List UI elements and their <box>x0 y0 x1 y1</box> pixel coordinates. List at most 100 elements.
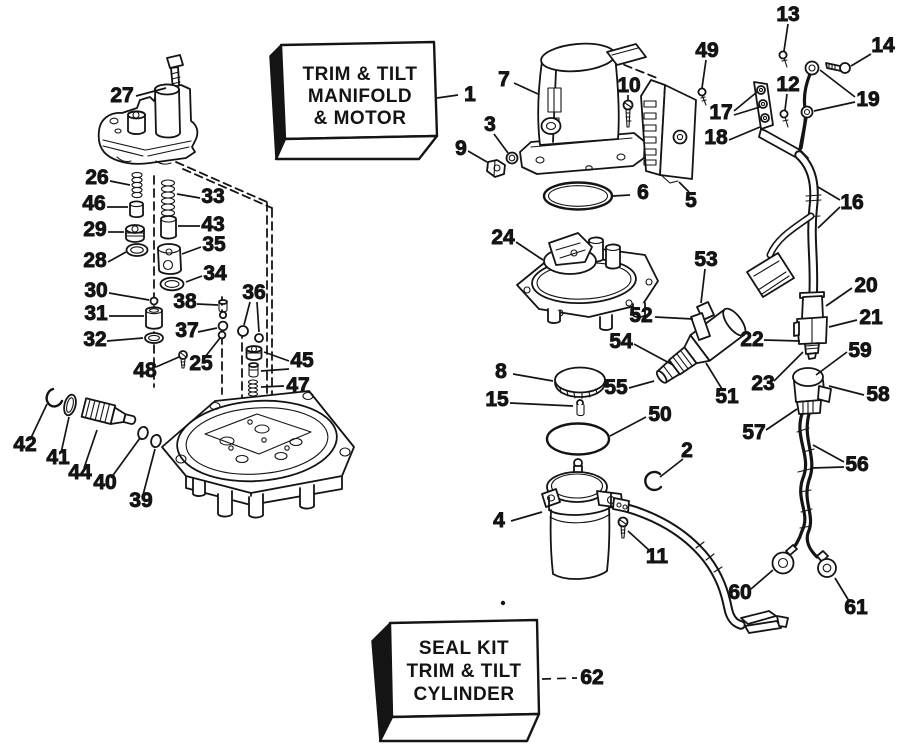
leader-20 <box>825 287 853 307</box>
callout-10: 10 <box>617 74 640 97</box>
leader-30 <box>108 292 150 301</box>
solenoid-valve-assembly <box>655 301 747 384</box>
callout-46: 46 <box>82 192 105 215</box>
callout-17: 17 <box>709 101 732 124</box>
leader-61 <box>834 577 850 602</box>
leader-58 <box>828 385 865 396</box>
callout-4: 4 <box>493 509 505 532</box>
callout-36: 36 <box>242 281 265 304</box>
callout-9: 9 <box>455 137 467 160</box>
callout-6: 6 <box>637 181 649 204</box>
callout-28: 28 <box>83 249 107 272</box>
connector-20-21 <box>793 291 828 360</box>
leader-59 <box>815 351 848 376</box>
spring-part-47 <box>247 379 259 397</box>
callout-20: 20 <box>854 274 877 297</box>
leader-21 <box>828 319 858 328</box>
callout-8: 8 <box>495 360 507 383</box>
callout-61: 61 <box>844 596 868 619</box>
leader-45-2 <box>260 368 290 372</box>
callout-27: 27 <box>110 84 133 107</box>
leader-62 <box>541 677 578 680</box>
plunger-part-46 <box>129 200 144 219</box>
leader-45-1 <box>263 351 290 362</box>
leader-17-2 <box>733 106 761 116</box>
screw-part-49 <box>697 87 707 106</box>
leader-39 <box>142 448 156 496</box>
leader-56-2 <box>811 466 845 469</box>
label-box-seal-kit: SEAL KIT TRIM & TILT CYLINDER <box>371 618 541 743</box>
box-seal-kit-line-3: CYLINDER <box>413 684 514 705</box>
leader-15 <box>509 402 574 407</box>
callout-52: 52 <box>629 304 652 327</box>
leader-27 <box>135 87 167 97</box>
leader-12 <box>784 93 788 111</box>
leader-40 <box>110 437 141 479</box>
callout-57: 57 <box>742 421 765 444</box>
callout-60: 60 <box>728 581 751 604</box>
callout-12: 12 <box>776 73 799 96</box>
callout-30: 30 <box>84 279 107 302</box>
callout-53: 53 <box>694 248 717 271</box>
nut-part-9 <box>486 159 506 178</box>
callout-42: 42 <box>13 433 36 456</box>
leader-42 <box>29 403 48 441</box>
box-manifold-line-1: TRIM & TILT <box>303 64 418 85</box>
relief-valve-set <box>45 387 162 449</box>
motor-cable <box>610 500 789 634</box>
spring-part-26 <box>131 171 143 199</box>
oring-part-6 <box>542 181 614 211</box>
callout-35: 35 <box>202 233 226 256</box>
leader-36-2 <box>256 301 260 333</box>
motor-lower-unit <box>541 458 630 580</box>
callout-16: 16 <box>840 191 863 214</box>
oring-part-3 <box>505 151 519 165</box>
ring-terminals-19 <box>798 60 820 152</box>
callout-2: 2 <box>681 439 693 462</box>
callout-41: 41 <box>46 446 70 469</box>
leader-32 <box>106 337 144 342</box>
leader-25 <box>204 337 221 358</box>
leader-8 <box>512 373 554 382</box>
callout-15: 15 <box>485 388 509 411</box>
callout-22: 22 <box>740 328 763 351</box>
relay-block <box>640 79 697 184</box>
leader-60 <box>750 569 774 590</box>
leader-11 <box>627 530 651 552</box>
spring-part-33 <box>160 179 176 217</box>
leader-56-1 <box>812 444 845 463</box>
screw-part-14 <box>825 62 851 74</box>
callout-43: 43 <box>201 213 224 236</box>
clamp-ring <box>554 366 606 400</box>
leader-48 <box>155 356 180 368</box>
leader-13 <box>783 23 789 52</box>
callout-55: 55 <box>604 376 628 399</box>
callout-58: 58 <box>866 383 890 406</box>
leader-16-2 <box>817 206 841 229</box>
callout-62: 62 <box>580 666 603 689</box>
leader-47 <box>260 385 285 388</box>
leader-17-1 <box>733 91 758 112</box>
box-manifold-line-3: & MOTOR <box>314 108 407 129</box>
leader-1 <box>436 94 459 99</box>
callout-50: 50 <box>648 403 671 426</box>
callout-33: 33 <box>201 185 224 208</box>
oring-part-34 <box>159 276 185 292</box>
leader-49 <box>701 59 707 89</box>
box-bottom <box>378 712 541 743</box>
screw-part-10 <box>622 99 634 128</box>
round-connector <box>792 367 832 415</box>
callout-14: 14 <box>871 34 895 57</box>
leader-36-1 <box>243 301 251 326</box>
leader-7 <box>513 82 539 95</box>
leader-4 <box>510 511 543 522</box>
callout-48: 48 <box>133 359 157 382</box>
screw-part-13 <box>778 50 788 68</box>
box-bottom <box>274 134 439 161</box>
callout-38: 38 <box>173 290 197 313</box>
cup-part-31 <box>145 306 163 330</box>
rings-part-37 <box>217 320 229 340</box>
callout-13: 13 <box>776 3 799 26</box>
valve-part-15 <box>576 399 585 417</box>
